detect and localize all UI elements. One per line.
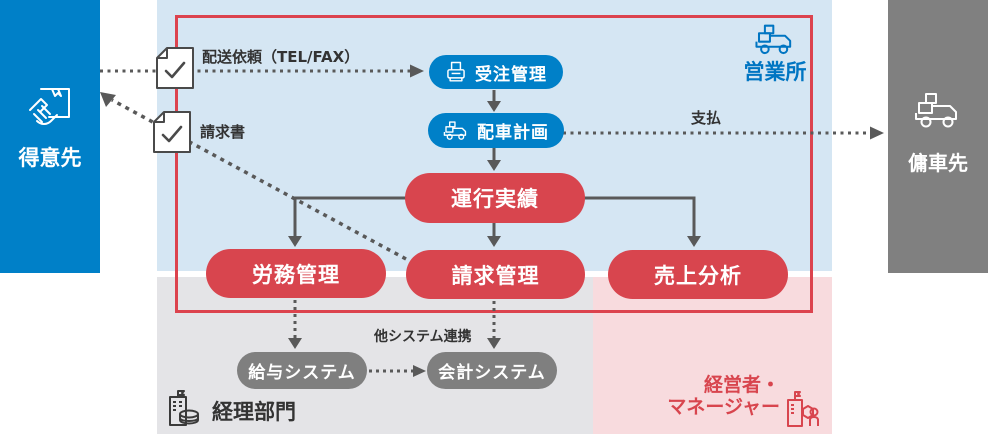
cargo-truck-icon <box>755 24 792 55</box>
customer-box <box>0 0 100 273</box>
fax-icon <box>447 61 465 82</box>
charter-label: 傭車先 <box>908 151 968 175</box>
building-person-icon <box>787 391 819 427</box>
node-accounting-system: 会計システム <box>427 352 557 389</box>
payment-label: 支払 <box>691 109 722 127</box>
node-label: 受注管理 <box>475 64 547 85</box>
truck-icon <box>443 120 467 140</box>
node-dispatch-plan: 配車計画 <box>428 113 564 148</box>
node-order-management: 受注管理 <box>429 55 563 89</box>
building-coins-icon <box>169 390 199 426</box>
node-operation-results: 運行実績 <box>405 173 585 223</box>
sales-office-label: 営業所 <box>743 60 807 84</box>
manager-area <box>593 277 832 434</box>
document-check-icon <box>153 111 191 153</box>
node-sales-analysis: 売上分析 <box>608 250 788 299</box>
manager-label: 経営者・ マネージャー <box>667 374 780 418</box>
node-payroll-system: 給与システム <box>237 352 367 389</box>
node-label: 給与システム <box>248 363 356 383</box>
customer-label: 得意先 <box>18 146 82 170</box>
node-label: 運行実績 <box>451 187 539 211</box>
node-labor-management: 労務管理 <box>206 249 386 298</box>
document-check-icon <box>156 47 194 89</box>
cargo-truck-icon <box>915 93 957 128</box>
accounting-dept-label: 経理部門 <box>212 400 296 424</box>
node-label: 請求管理 <box>451 263 540 288</box>
node-label: 会計システム <box>438 363 546 383</box>
invoice-label: 請求書 <box>200 123 246 141</box>
hands-holding-box-icon <box>29 88 70 125</box>
delivery-request-label: 配送依頼（TEL/FAX） <box>202 48 360 66</box>
node-billing-management: 請求管理 <box>406 250 585 299</box>
node-label: 配車計画 <box>477 123 549 143</box>
node-label: 労務管理 <box>252 262 340 287</box>
other-system-link-label: 他システム連携 <box>374 329 472 345</box>
node-label: 売上分析 <box>654 263 742 288</box>
charter-box <box>888 0 988 273</box>
